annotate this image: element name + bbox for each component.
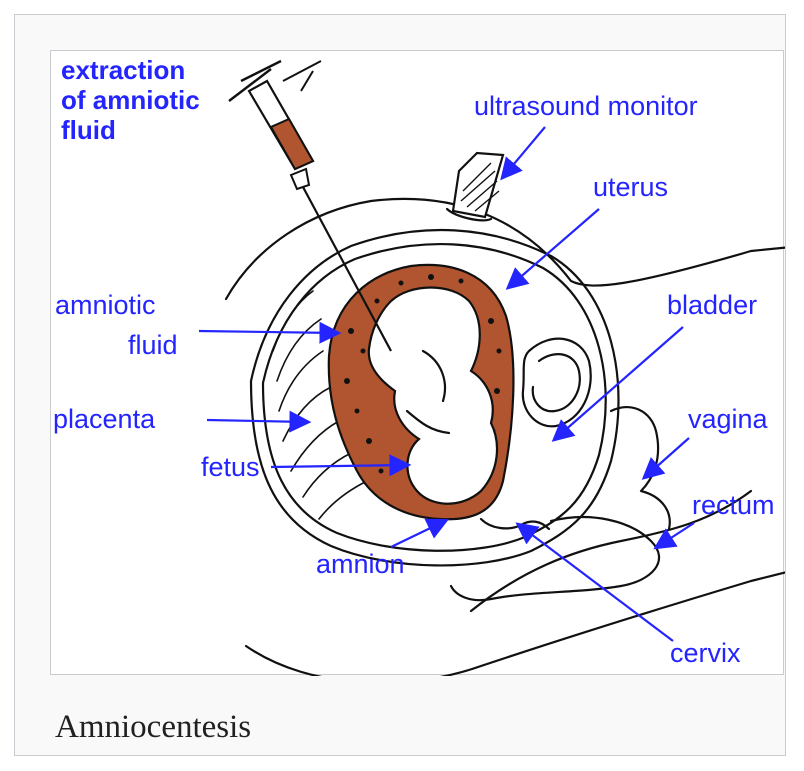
abdomen-outline bbox=[226, 199, 785, 299]
arrow-bladder bbox=[555, 327, 683, 439]
label-amniotic: amniotic bbox=[55, 290, 156, 320]
diagram-panel: extraction of amniotic fluid ultrasound … bbox=[50, 50, 784, 675]
label-fluid: fluid bbox=[128, 330, 178, 360]
arrow-vagina bbox=[645, 438, 689, 477]
label-cervix: cervix bbox=[670, 638, 741, 668]
title-line-3: fluid bbox=[61, 115, 116, 145]
arrow-rectum bbox=[657, 523, 694, 547]
arrow-placenta bbox=[207, 420, 307, 422]
syringe bbox=[229, 61, 391, 351]
cervix-shape bbox=[481, 519, 549, 529]
amniocentesis-diagram: extraction of amniotic fluid ultrasound … bbox=[51, 51, 785, 676]
label-amnion: amnion bbox=[316, 549, 405, 579]
label-fetus: fetus bbox=[201, 452, 260, 482]
rectum-shape bbox=[451, 517, 659, 600]
arrow-amniotic-fluid bbox=[199, 331, 337, 333]
label-rectum: rectum bbox=[692, 490, 775, 520]
vagina-shape bbox=[611, 407, 670, 529]
title-line-1: extraction bbox=[61, 55, 185, 85]
ultrasound-probe bbox=[447, 153, 503, 220]
arrow-cervix bbox=[519, 525, 673, 641]
figure-caption: Amniocentesis bbox=[55, 709, 251, 746]
title-line-2: of amniotic bbox=[61, 85, 200, 115]
label-placenta: placenta bbox=[53, 404, 156, 434]
label-ultrasound-monitor: ultrasound monitor bbox=[474, 91, 698, 121]
label-vagina: vagina bbox=[688, 404, 769, 434]
figure-frame: extraction of amniotic fluid ultrasound … bbox=[14, 14, 786, 756]
bladder-inner bbox=[533, 354, 580, 411]
arrow-ultrasound-monitor bbox=[503, 127, 545, 177]
label-bladder: bladder bbox=[667, 290, 757, 320]
arrow-amnion bbox=[391, 521, 445, 547]
label-uterus: uterus bbox=[593, 172, 668, 202]
